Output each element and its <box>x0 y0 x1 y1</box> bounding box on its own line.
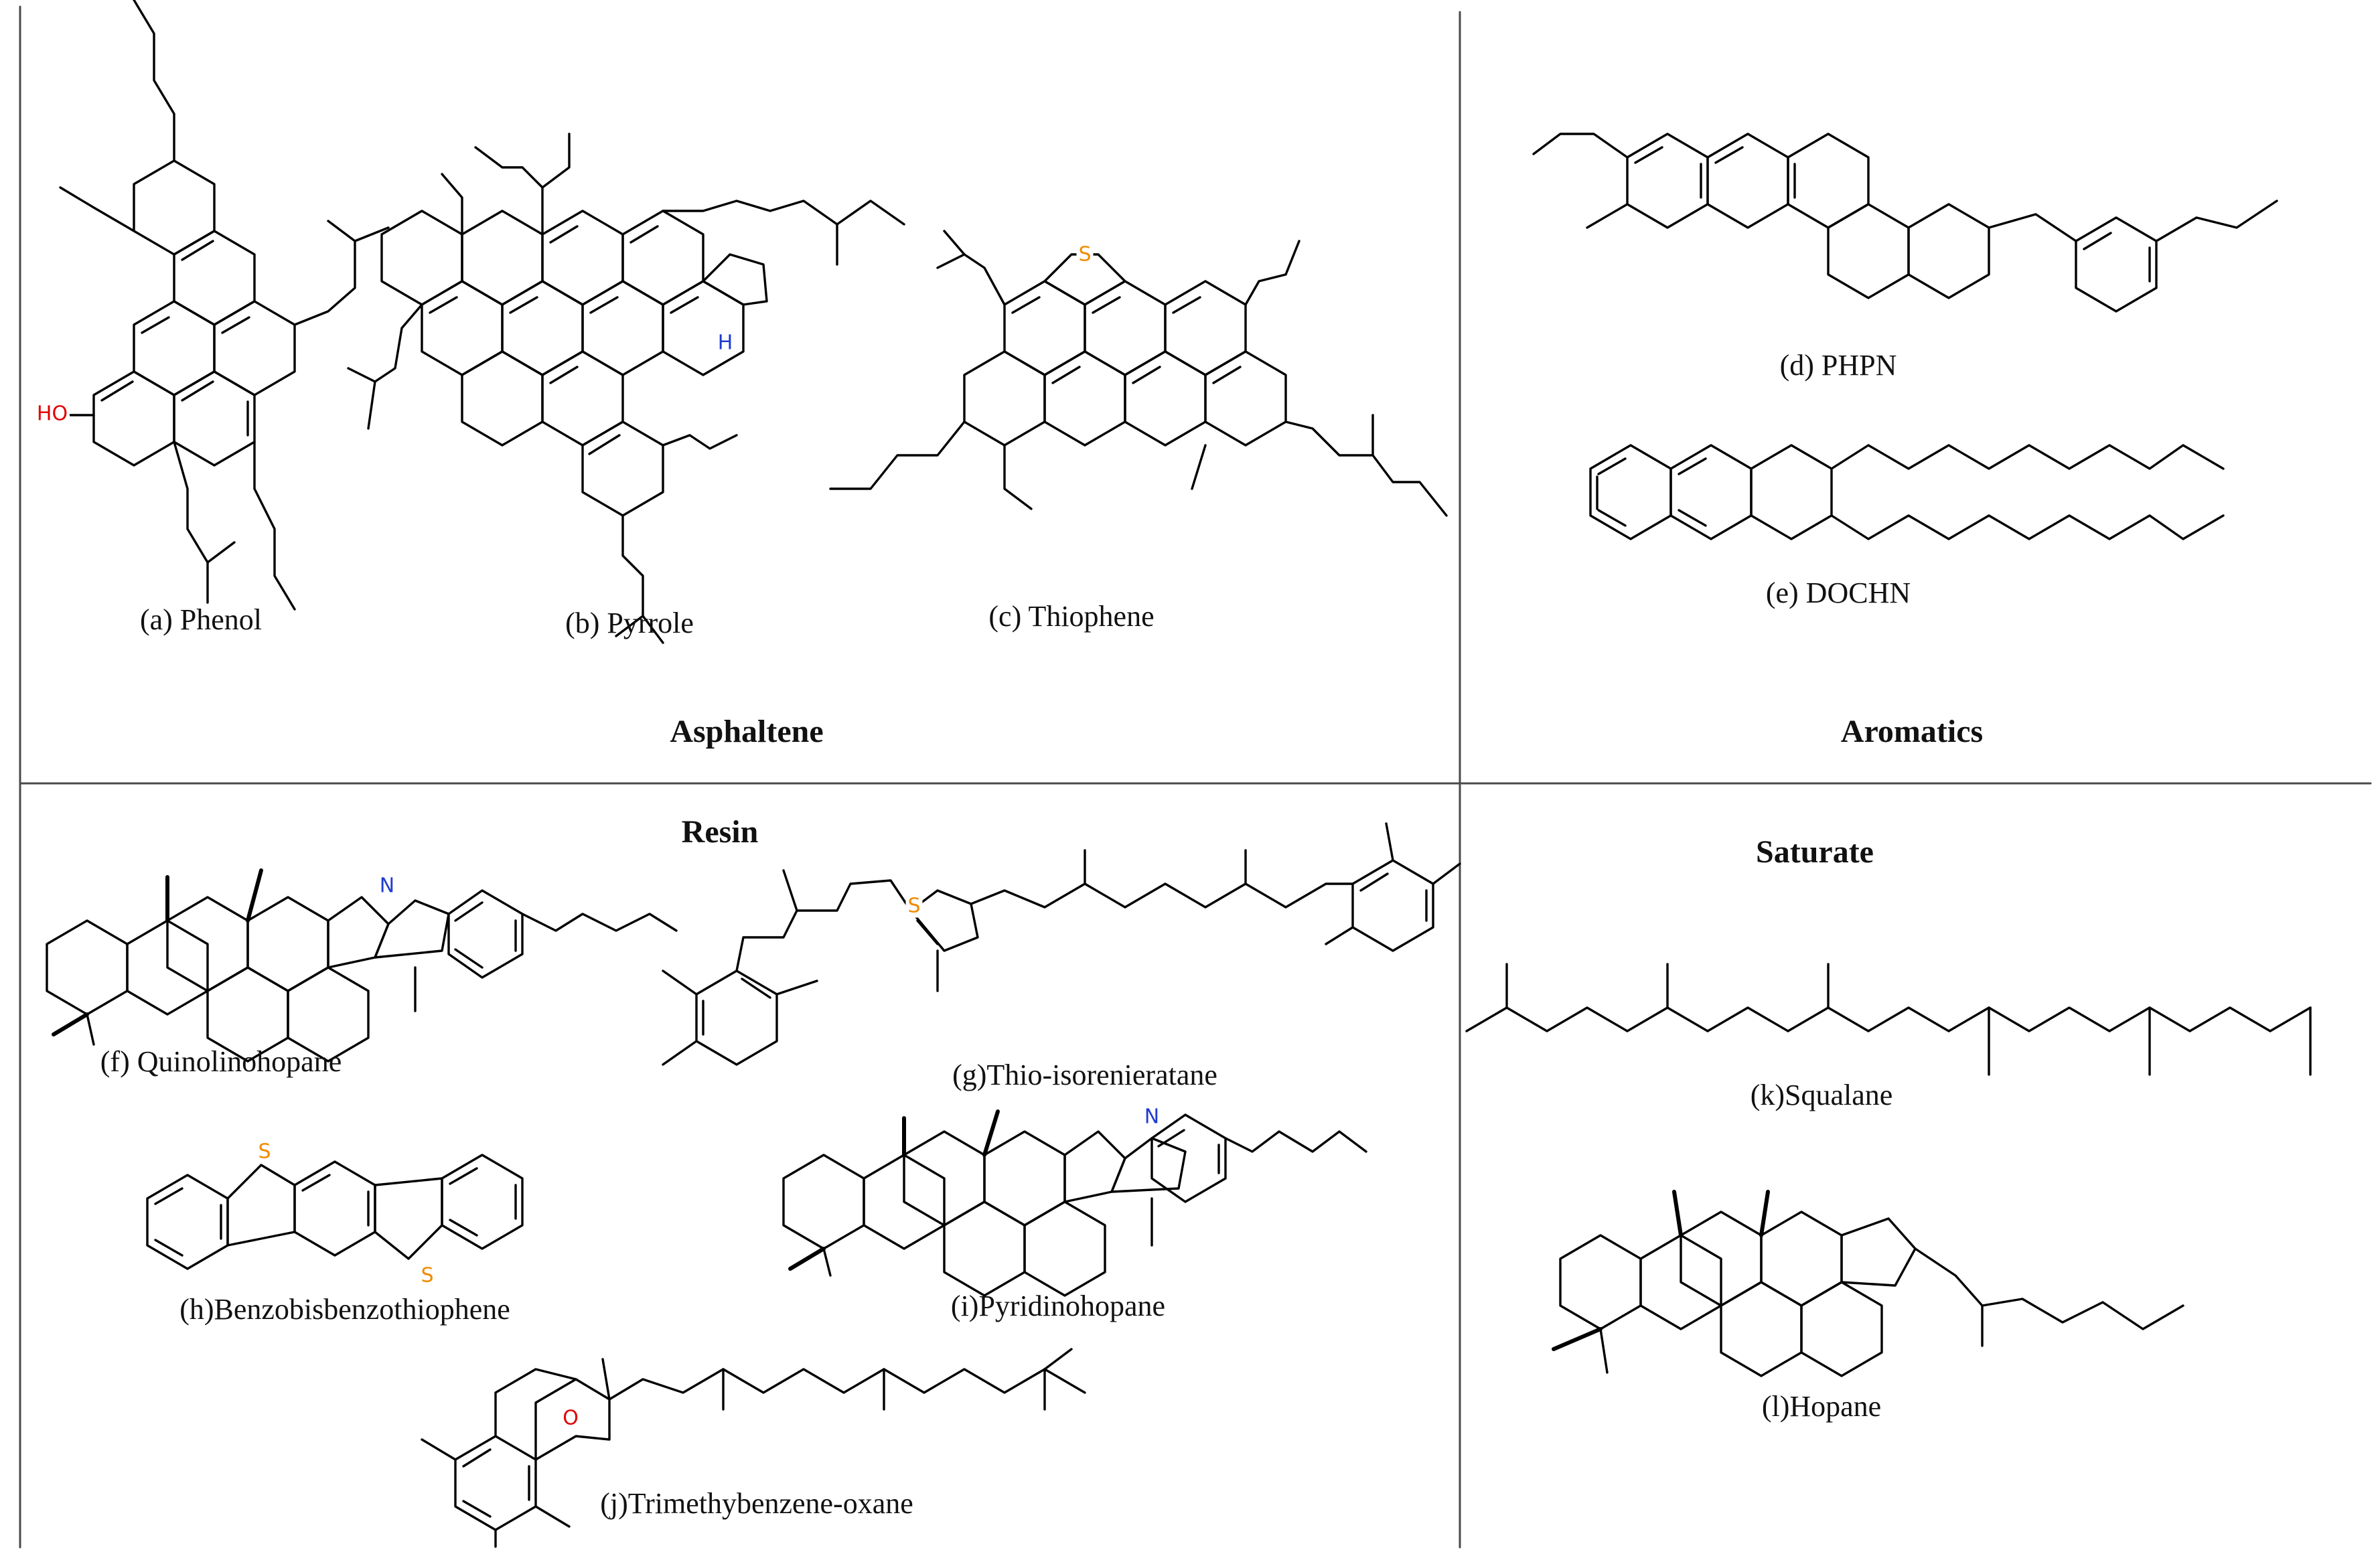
quinoline-n-label: N <box>377 874 397 898</box>
caption-phenol: (a) Phenol <box>139 603 263 636</box>
caption-squalane: (k)Squalane <box>1750 1079 1893 1111</box>
hydroxyl-label: HO <box>34 402 70 426</box>
caption-thiophene: (c) Thiophene <box>988 600 1155 633</box>
caption-hopane: (l)Hopane <box>1761 1390 1882 1423</box>
thiophene-s-label: S <box>1076 242 1094 266</box>
caption-dochn: (e) DOCHN <box>1765 576 1911 609</box>
heading-resin: Resin <box>681 814 759 850</box>
caption-pyrrole: (b) Pyrrole <box>565 607 694 639</box>
pyridine-n-label: N <box>1142 1105 1162 1129</box>
caption-phpn: (d) PHPN <box>1779 349 1897 382</box>
pyrrole-nh-label: H <box>715 331 735 355</box>
heading-saturate: Saturate <box>1756 834 1874 870</box>
oxane-o-label: O <box>561 1406 581 1430</box>
caption-quinolinohopane: (f) Quinolinohopane <box>100 1045 342 1078</box>
heading-asphaltene: Asphaltene <box>670 714 824 749</box>
caption-thio-isorenieratane: (g)Thio-isorenieratane <box>952 1059 1217 1091</box>
heading-aromatics: Aromatics <box>1840 714 1984 749</box>
thio-s-label: S <box>905 894 923 918</box>
caption-trimethybenzene-oxane: (j)Trimethybenzene-oxane <box>600 1487 913 1520</box>
bbt-s2-label: S <box>419 1263 436 1288</box>
caption-benzobisbenzothiophene: (h)Benzobisbenzothiophene <box>179 1293 510 1326</box>
caption-pyridinohopane: (i)Pyridinohopane <box>950 1290 1166 1322</box>
bbt-s1-label: S <box>256 1140 273 1164</box>
